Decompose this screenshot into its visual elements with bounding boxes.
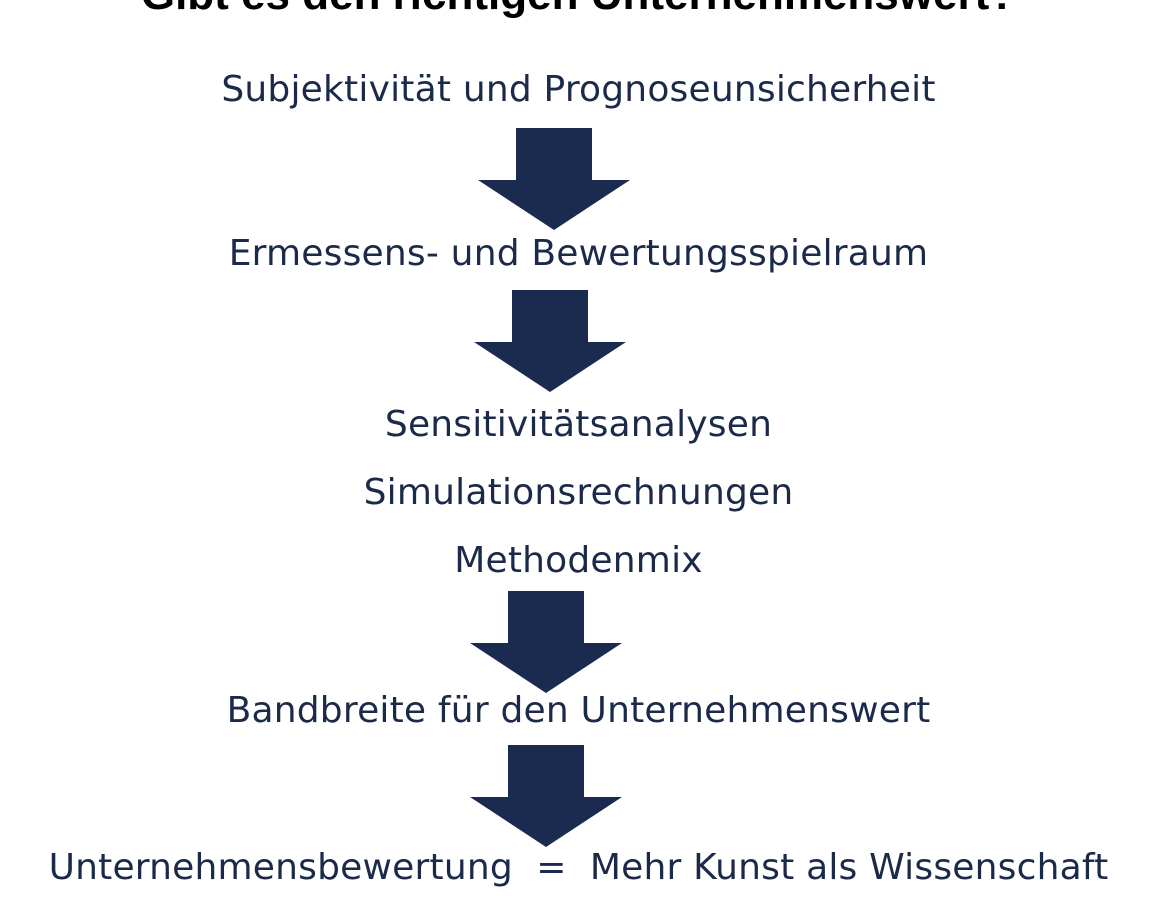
step-range: Bandbreite für den Unternehmenswert [226, 690, 931, 731]
arrow-shape [474, 290, 626, 392]
conclusion: Unternehmensbewertung = Mehr Kunst als W… [48, 847, 1109, 888]
arrow-shape [470, 591, 622, 693]
down-arrow-icon [474, 128, 634, 230]
down-arrow-icon [470, 290, 630, 392]
step-sensitivity: Sensitivitätsanalysen [384, 404, 773, 445]
step-subjectivity: Subjektivität und Prognoseunsicherheit [221, 69, 936, 110]
arrow-shape [470, 745, 622, 847]
arrow-shape [478, 128, 630, 230]
step-simulation: Simulationsrechnungen [363, 472, 794, 513]
step-method-mix: Methodenmix [454, 540, 703, 581]
page-title: Gibt es den richtigen Unternehmenswert? [0, 0, 1157, 20]
down-arrow-icon [466, 591, 626, 693]
step-discretion: Ermessens- und Bewertungsspielraum [228, 233, 929, 274]
down-arrow-icon [466, 745, 626, 847]
